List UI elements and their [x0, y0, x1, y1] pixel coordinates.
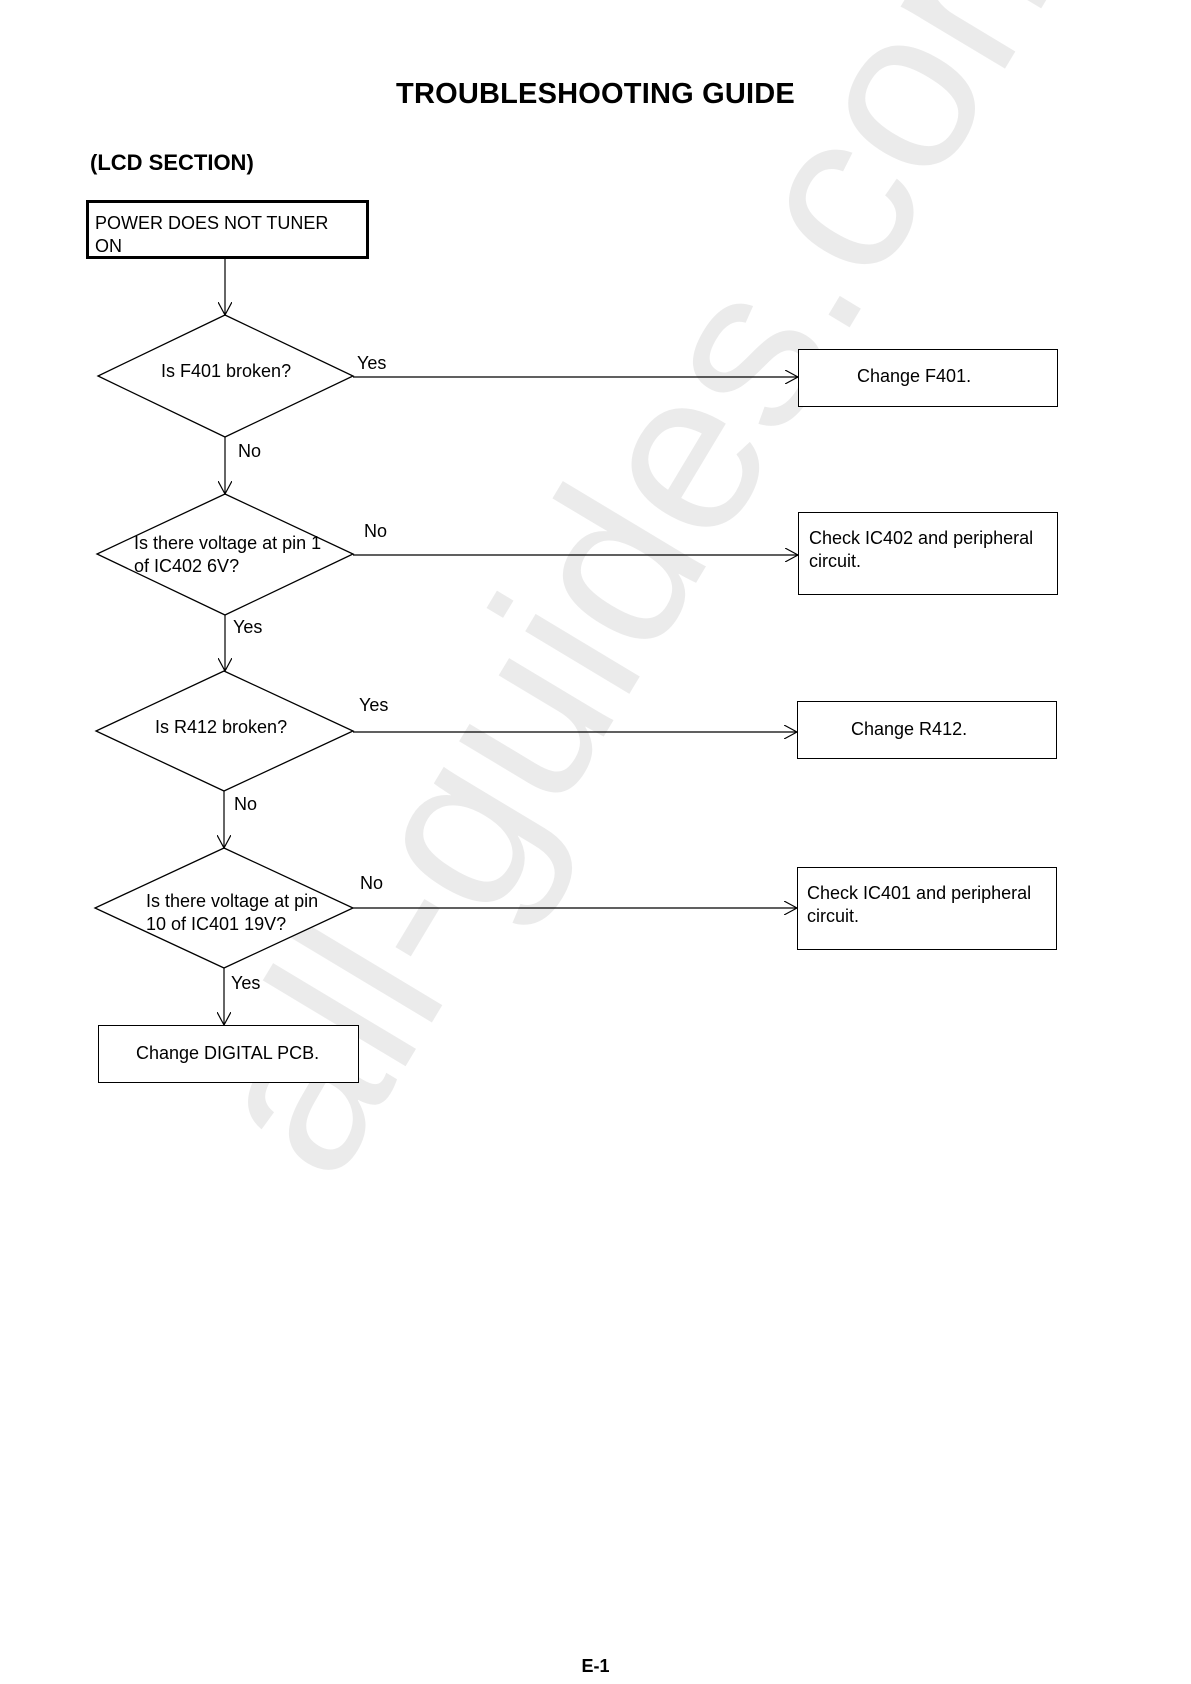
decision-4-text: Is there voltage at pin 10 of IC401 19V?	[146, 890, 318, 936]
decision-2-line1: Is there voltage at pin 1	[134, 533, 322, 553]
action-3-line1: Change R412.	[851, 719, 968, 739]
action-box-2: Check IC402 and peripheral circuit.	[798, 512, 1058, 595]
down-label-2: Yes	[233, 617, 263, 637]
action-box-3: Change R412.	[797, 701, 1057, 759]
side-label-1: Yes	[357, 353, 387, 373]
end-label: Change DIGITAL PCB.	[136, 1043, 320, 1063]
section-heading: (LCD SECTION)	[90, 150, 254, 175]
action-2-line1: Check IC402 and peripheral	[809, 528, 1034, 548]
side-label-4: No	[360, 873, 384, 893]
decision-1-text: Is F401 broken?	[161, 360, 291, 383]
action-box-4: Check IC401 and peripheral circuit.	[797, 867, 1057, 950]
decision-4-line1: Is there voltage at pin	[146, 891, 319, 911]
action-4-line1: Check IC401 and peripheral	[807, 883, 1032, 903]
decision-2-text: Is there voltage at pin 1 of IC402 6V?	[134, 532, 321, 578]
page-title: TROUBLESHOOTING GUIDE	[396, 78, 795, 110]
down-label-4: Yes	[231, 973, 261, 993]
page-number: E-1	[581, 1656, 610, 1676]
action-box-1: Change F401.	[798, 349, 1058, 407]
decision-3-line1: Is R412 broken?	[155, 717, 288, 737]
decision-4-line2: 10 of IC401 19V?	[146, 914, 287, 934]
side-label-2: No	[364, 521, 388, 541]
start-box: POWER DOES NOT TUNER ON	[86, 200, 369, 259]
down-label-3: No	[234, 794, 258, 814]
side-label-3: Yes	[359, 695, 389, 715]
action-4-line2: circuit.	[807, 906, 860, 926]
down-label-1: No	[238, 441, 262, 461]
decision-3-text: Is R412 broken?	[155, 716, 287, 739]
end-box: Change DIGITAL PCB.	[98, 1025, 359, 1083]
action-1-line1: Change F401.	[857, 366, 972, 386]
decision-2-line2: of IC402 6V?	[134, 556, 240, 576]
start-label: POWER DOES NOT TUNER ON	[95, 213, 329, 256]
action-2-line2: circuit.	[809, 551, 862, 571]
decision-1-line1: Is F401 broken?	[161, 361, 292, 381]
